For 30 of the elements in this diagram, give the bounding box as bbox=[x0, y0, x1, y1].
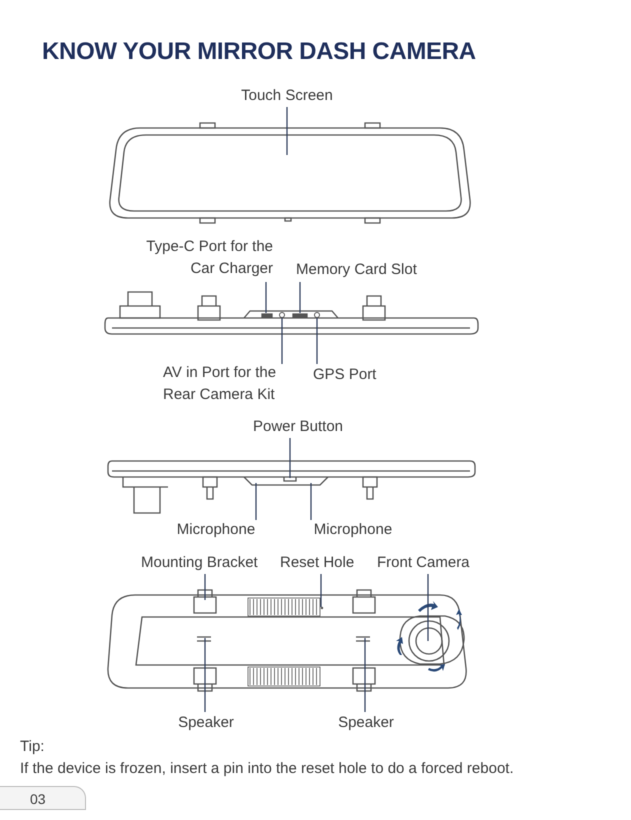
part-label: Microphone bbox=[168, 519, 264, 541]
leader-line bbox=[281, 318, 283, 364]
leader-line bbox=[299, 282, 301, 313]
leader-line bbox=[310, 483, 312, 520]
leader-line bbox=[427, 574, 429, 641]
part-label: Power Button bbox=[243, 416, 353, 438]
part-label: Mounting Bracket bbox=[141, 552, 271, 574]
part-label: Touch Screen bbox=[237, 85, 337, 107]
page-number: 03 bbox=[0, 786, 86, 810]
leader-line bbox=[265, 282, 267, 313]
part-label: Microphone bbox=[305, 519, 401, 541]
part-label: Memory Card Slot bbox=[296, 259, 436, 281]
tip-heading: Tip: bbox=[20, 738, 44, 755]
leader-line bbox=[204, 574, 206, 600]
part-label: AV in Port for the Rear Camera Kit bbox=[163, 362, 293, 406]
leader-line bbox=[364, 638, 366, 712]
leader-line bbox=[289, 438, 291, 478]
page-title: KNOW YOUR MIRROR DASH CAMERA bbox=[42, 38, 476, 66]
part-label: Front Camera bbox=[377, 552, 481, 574]
part-label: Speaker bbox=[330, 712, 402, 734]
leader-line bbox=[316, 318, 318, 364]
part-label: Type-C Port for the Car Charger bbox=[128, 236, 273, 280]
part-label: Reset Hole bbox=[280, 552, 376, 574]
part-label: GPS Port bbox=[313, 364, 393, 386]
part-label: Speaker bbox=[170, 712, 242, 734]
leader-line bbox=[320, 574, 322, 607]
leader-line bbox=[204, 638, 206, 712]
leader-line bbox=[286, 107, 288, 155]
leader-line bbox=[255, 483, 257, 520]
tip-text: If the device is frozen, insert a pin into the reset hole to do a forced reboot. bbox=[20, 760, 514, 777]
